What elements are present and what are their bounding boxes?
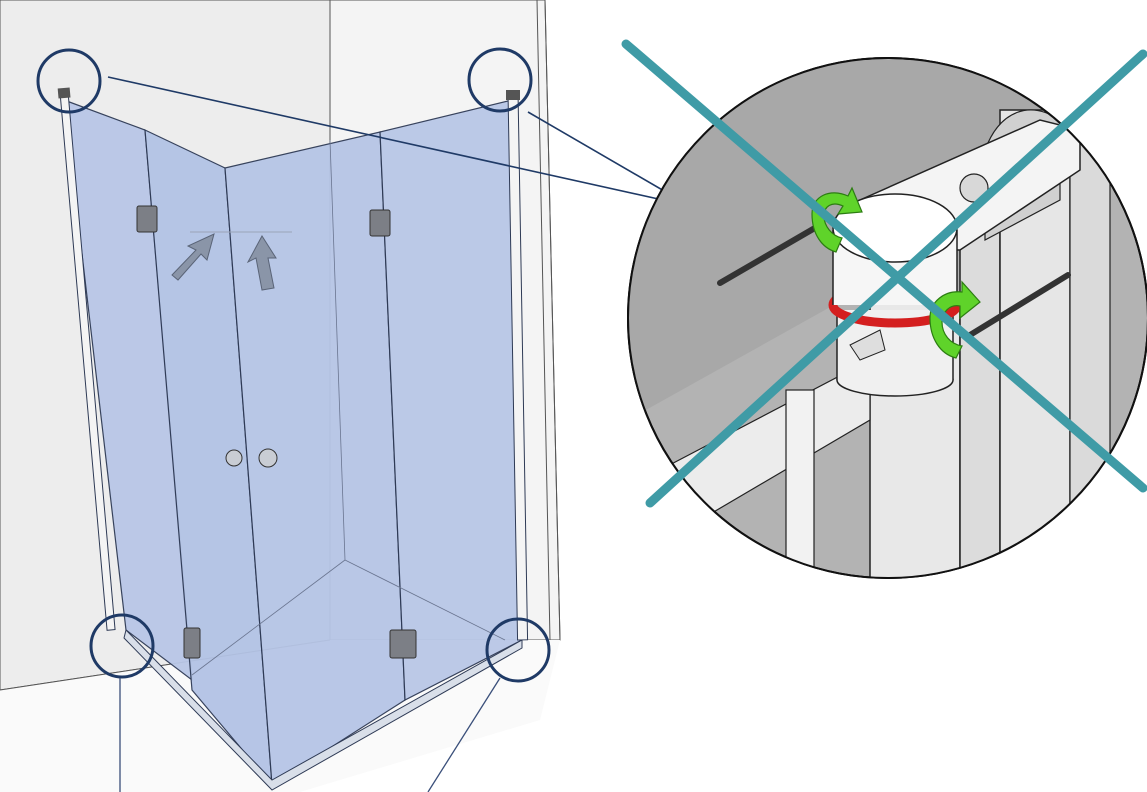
leader-line-bottom-right — [427, 677, 501, 792]
hinge-bottom-right — [389, 629, 417, 659]
hinge-top-left — [136, 205, 158, 233]
shower-enclosure — [57, 87, 529, 791]
detail-rod-right — [967, 272, 1071, 338]
callout-top-left — [36, 48, 102, 114]
callout-bottom-right — [485, 617, 551, 683]
alignment-arrow-left — [171, 233, 215, 281]
cross-stroke-1 — [621, 39, 1147, 493]
hinge-bottom-left — [183, 627, 201, 659]
leader-line-top-left — [107, 76, 691, 207]
callout-bottom-left — [89, 613, 155, 679]
callout-top-right — [467, 47, 533, 113]
alignment-arrow-right — [246, 235, 277, 291]
cross-stroke-2 — [645, 49, 1147, 508]
detail-rod-left — [717, 222, 823, 286]
hinge-top-right — [369, 209, 391, 237]
door-knob-right — [258, 448, 278, 468]
right-glass-panel-fixed — [379, 99, 523, 701]
door-knob-left — [225, 449, 243, 467]
detail-view — [627, 57, 1147, 579]
incorrect-cross-mark — [621, 39, 1147, 508]
shower-tray-edge — [123, 629, 523, 791]
alignment-arrows — [171, 231, 292, 291]
